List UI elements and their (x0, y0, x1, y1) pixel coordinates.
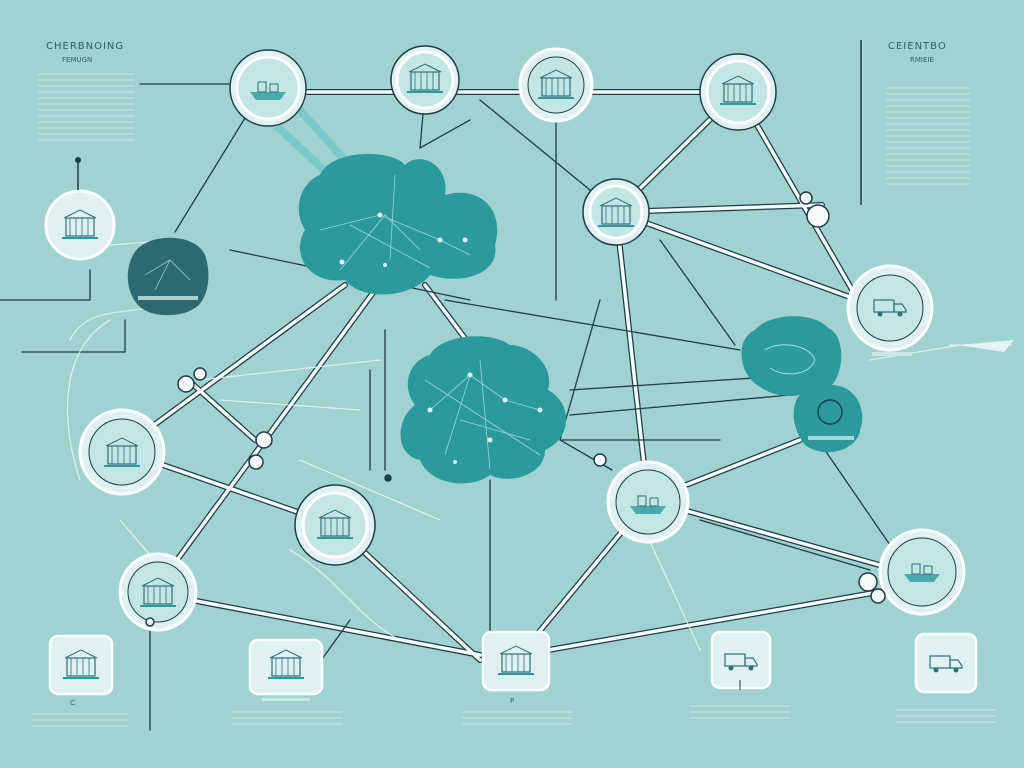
node-right-low[interactable] (878, 528, 966, 616)
header-right-title: CEIENTBO (888, 41, 947, 52)
header-left-text-lines (38, 73, 134, 141)
bottom-card-2[interactable] (232, 638, 342, 725)
header-left-title: CHERBNOING (46, 41, 124, 52)
node-center-right[interactable] (606, 460, 690, 544)
bottom-card-3-caption: P (510, 697, 514, 705)
node-top-3[interactable] (518, 47, 594, 123)
arrow-right-icon (958, 340, 1014, 352)
bottom-card-3[interactable]: P (462, 630, 572, 725)
node-top-2[interactable] (390, 45, 460, 115)
node-center-left[interactable] (294, 484, 376, 566)
header-left: CHERBNOING FEMUGN (38, 41, 134, 141)
bottom-card-1-caption: C (70, 699, 75, 707)
node-top-1[interactable] (229, 49, 307, 127)
node-mid-right[interactable] (582, 178, 650, 246)
node-left-top[interactable] (44, 157, 116, 261)
node-top-4[interactable] (699, 53, 777, 131)
node-left-mid[interactable] (78, 408, 166, 496)
bottom-card-5[interactable] (896, 632, 996, 723)
node-far-right[interactable] (846, 264, 934, 356)
header-right-text-lines (886, 87, 970, 185)
junction-dots (145, 191, 886, 627)
bottom-card-1[interactable]: C (32, 634, 128, 727)
cloud-center (400, 336, 567, 484)
cloud-right (741, 316, 863, 453)
header-right-subtitle: RMIEIE (910, 56, 934, 64)
header-right: CEIENTBO RMIEIE (860, 40, 970, 205)
header-left-subtitle: FEMUGN (62, 56, 92, 64)
node-left-low[interactable] (118, 552, 198, 632)
cloud-upper (298, 153, 498, 295)
hub-dark-left (127, 237, 209, 316)
bottom-card-4[interactable] (690, 630, 790, 719)
